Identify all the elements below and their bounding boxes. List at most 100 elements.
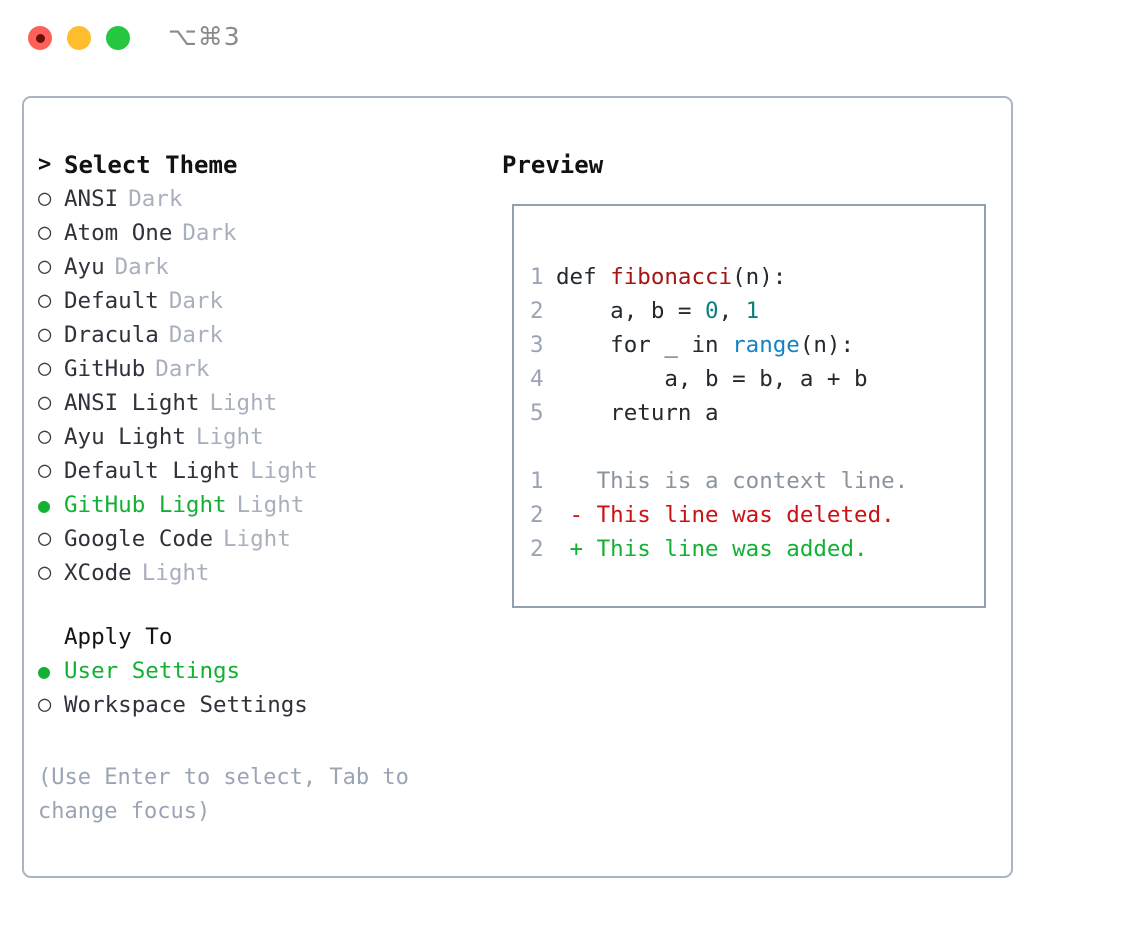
diff-text: This line was deleted. <box>583 502 895 528</box>
diff-line-add: 2 + This line was added. <box>530 532 984 566</box>
theme-option-label: Dracula <box>64 322 159 348</box>
apply-to-option-workspace-settings[interactable]: ○Workspace Settings <box>38 688 478 722</box>
theme-option-github[interactable]: ○ GitHub Dark <box>38 352 478 386</box>
radio-unselected-icon: ○ <box>38 186 52 211</box>
zoom-button[interactable] <box>106 26 130 50</box>
theme-option-category: Light <box>195 424 264 450</box>
theme-option-ansi[interactable]: ○ ANSI Dark <box>38 182 478 216</box>
theme-option-label: Default Light <box>64 458 241 484</box>
apply-to-heading: Apply To <box>64 624 173 650</box>
radio-unselected-icon: ○ <box>38 220 52 245</box>
theme-option-category: Dark <box>168 322 224 348</box>
radio-selected-icon: ● <box>38 659 51 683</box>
apply-to-list: ● User Settings ○Workspace Settings <box>38 654 478 722</box>
code-token: 0 <box>705 298 719 324</box>
diff-text: This is a context line. <box>583 468 909 494</box>
diff-line-ctx: 1 This is a context line. <box>530 464 984 498</box>
theme-option-default-light[interactable]: ○ Default Light Light <box>38 454 478 488</box>
radio-unselected-icon: ○ <box>38 424 52 449</box>
theme-option-label: ANSI <box>64 186 119 212</box>
theme-option-label: ANSI Light <box>64 390 200 416</box>
radio-unselected-icon: ○ <box>38 356 52 381</box>
theme-option-label: XCode <box>64 560 132 586</box>
code-token: for _ in <box>556 332 733 358</box>
diff-text: This line was added. <box>583 536 868 562</box>
line-number: 1 <box>530 264 544 290</box>
close-button[interactable] <box>28 26 52 50</box>
line-number: 4 <box>530 366 544 392</box>
theme-option-xcode[interactable]: ○ XCode Light <box>38 556 478 590</box>
theme-option-label: Atom One <box>64 220 173 246</box>
keyboard-shortcut-label: ⌥⌘3 <box>168 22 241 51</box>
theme-option-label: GitHub <box>64 356 146 382</box>
theme-option-label: Default <box>64 288 159 314</box>
code-token: return a <box>556 400 719 426</box>
line-number: 1 <box>530 468 544 494</box>
theme-option-category: Light <box>141 560 210 586</box>
theme-option-category: Light <box>223 526 291 552</box>
radio-unselected-icon: ○ <box>38 390 52 415</box>
prompt-caret-icon: > <box>38 152 52 177</box>
radio-unselected-icon: ○ <box>38 560 52 585</box>
line-number: 2 <box>530 502 544 528</box>
spacer <box>38 590 478 620</box>
radio-unselected-icon: ○ <box>38 254 52 279</box>
radio-unselected-icon: ○ <box>38 458 52 483</box>
code-token: (n): <box>799 332 855 358</box>
theme-option-dracula[interactable]: ○ Dracula Dark <box>38 318 478 352</box>
theme-option-category: Dark <box>114 254 169 280</box>
theme-option-github-light[interactable]: ● GitHub Light Light <box>38 488 478 522</box>
code-line: 2 a, b = 0, 1 <box>530 294 984 328</box>
radio-selected-icon: ● <box>38 493 51 517</box>
code-token: def <box>556 264 611 290</box>
code-token: 1 <box>745 298 760 324</box>
code-blank-line <box>530 430 984 464</box>
theme-option-category: Dark <box>182 220 237 246</box>
theme-option-label: Ayu <box>64 254 105 280</box>
theme-option-label: GitHub Light <box>64 492 227 518</box>
apply-to-option-user-settings[interactable]: ● User Settings <box>38 654 478 688</box>
line-number: 3 <box>530 332 544 358</box>
code-line: 3 for _ in range(n): <box>530 328 984 362</box>
theme-option-label: Ayu Light <box>64 424 186 450</box>
theme-option-category: Dark <box>168 288 224 314</box>
radio-unselected-icon: ○ <box>38 288 52 313</box>
diff-sign: + <box>556 536 584 562</box>
radio-unselected-icon: ○ <box>38 322 52 347</box>
preview-title: Preview <box>502 151 604 179</box>
theme-option-atom-one[interactable]: ○ Atom One Dark <box>38 216 478 250</box>
minimize-button[interactable] <box>67 26 91 50</box>
code-token: fibonacci <box>610 264 733 290</box>
theme-option-category: Light <box>250 458 318 484</box>
diff-line-del: 2 - This line was deleted. <box>530 498 984 532</box>
code-line: 4 a, b = b, a + b <box>530 362 984 396</box>
theme-option-ayu-light[interactable]: ○ Ayu Light Light <box>38 420 478 454</box>
apply-to-option-label: User Settings <box>64 658 241 684</box>
code-token: , <box>718 298 746 324</box>
radio-unselected-icon: ○ <box>38 692 52 717</box>
theme-option-category: Dark <box>155 356 210 382</box>
theme-option-category: Light <box>209 390 278 416</box>
theme-option-default[interactable]: ○ Default Dark <box>38 284 478 318</box>
radio-unselected-icon: ○ <box>38 526 52 551</box>
code-token: a, b = b, a + b <box>556 366 868 392</box>
theme-option-ansi-light[interactable]: ○ ANSI Light Light <box>38 386 478 420</box>
theme-option-category: Light <box>236 492 305 518</box>
diff-sample: 1 This is a context line.2 - This line w… <box>530 464 984 566</box>
theme-option-category: Dark <box>128 186 183 212</box>
line-number: 5 <box>530 400 544 426</box>
code-token: range <box>732 332 800 358</box>
code-line: 5 return a <box>530 396 984 430</box>
code-token: a, b = <box>556 298 706 324</box>
title-bar: ⌥⌘3 <box>0 0 1140 78</box>
theme-picker-heading: > Select Theme <box>38 148 478 182</box>
theme-option-ayu[interactable]: ○ Ayu Dark <box>38 250 478 284</box>
